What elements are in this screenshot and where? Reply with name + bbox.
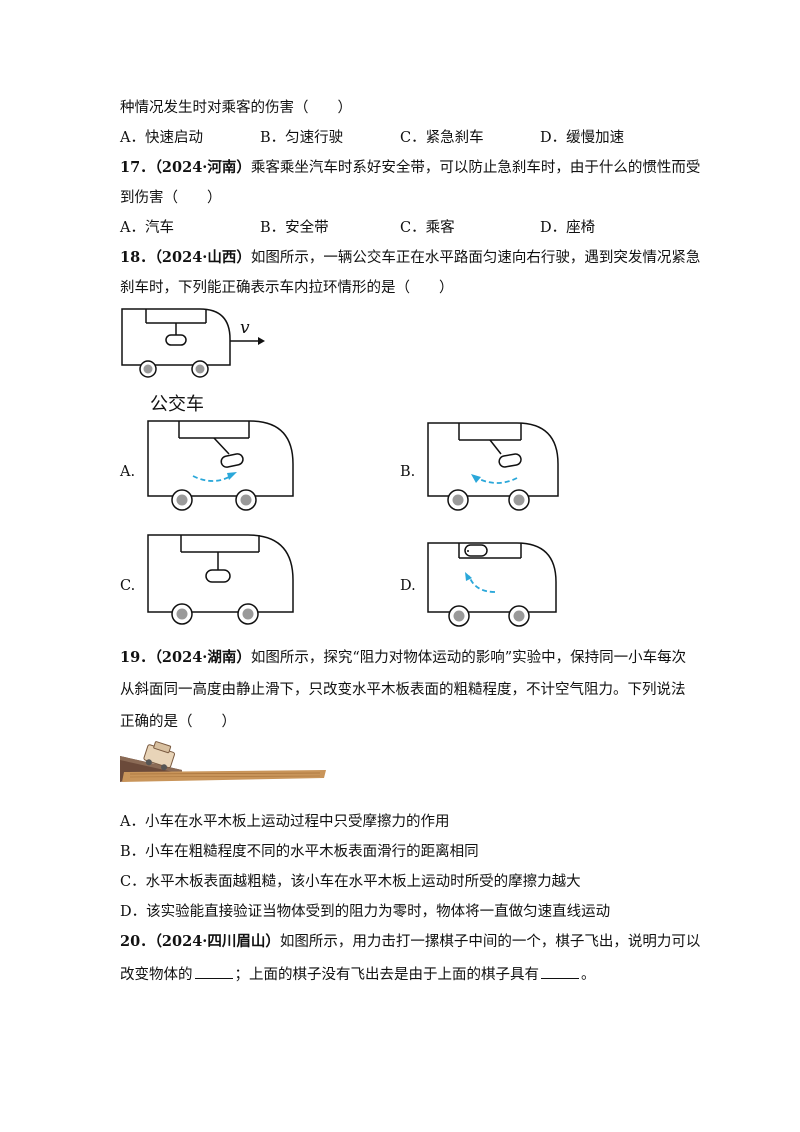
q19-source: （2024·湖南） xyxy=(154,649,251,666)
q20-blank-2[interactable] xyxy=(541,964,579,979)
q18-number: 18． xyxy=(120,249,155,266)
q19-stem-text: 如图所示，探究“阻力对物体运动的影响”实验中，保持同一小车每次 xyxy=(250,650,687,666)
q18-stem-text: 如图所示，一辆公交车正在水平路面匀速向右行驶，遇到突发情况紧急 xyxy=(250,250,701,266)
q19-ramp-board-figure xyxy=(120,741,326,782)
q20-part-a: 改变物体的 xyxy=(120,967,193,983)
q17-stem-line2: 到伤害（ ） xyxy=(120,190,222,206)
q17-source: （2024·河南） xyxy=(154,159,251,176)
q18-choice-d-figure[interactable] xyxy=(425,540,575,635)
q20-part-b: ；上面的棋子没有飞出去是由于上面的棋子具有 xyxy=(234,967,540,983)
q20-number: 20． xyxy=(120,933,155,950)
q17-number: 17． xyxy=(120,159,155,176)
q18-velocity-label: v xyxy=(240,318,250,338)
q17-option-d[interactable]: D．座椅 xyxy=(540,220,596,236)
q18-choice-d-label[interactable]: D. xyxy=(400,578,416,594)
q19-stem-line2: 从斜面同一高度由静止滑下，只改变水平木板表面的粗糙程度，不计空气阻力。下列说法 xyxy=(120,682,686,698)
q20-source: （2024·四川眉山） xyxy=(154,933,280,950)
q19-option-a[interactable]: A．小车在水平木板上运动过程中只受摩擦力的作用 xyxy=(120,814,450,830)
q18-bus-figure xyxy=(121,308,265,378)
q18-source: （2024·山西） xyxy=(154,249,251,266)
q20-stem-text: 如图所示，用力击打一摞棋子中间的一个，棋子飞出，说明力可以 xyxy=(279,934,701,950)
q16-option-c[interactable]: C．紧急刹车 xyxy=(400,130,484,146)
q20-stem-line2: 改变物体的 ；上面的棋子没有飞出去是由于上面的棋子具有 。 xyxy=(120,964,596,985)
q17-option-a[interactable]: A．汽车 xyxy=(120,220,174,236)
q19-option-c[interactable]: C．水平木板表面越粗糙，该小车在水平木板上运动时所受的摩擦力越大 xyxy=(120,874,581,890)
q18-choice-b-figure[interactable] xyxy=(425,420,575,520)
q18-stem-line1: 18．（2024·山西）如图所示，一辆公交车正在水平路面匀速向右行驶，遇到突发情… xyxy=(120,248,700,268)
q19-option-b[interactable]: B．小车在粗糙程度不同的水平木板表面滑行的距离相同 xyxy=(120,844,479,860)
q19-stem-line3: 正确的是（ ） xyxy=(120,714,236,730)
q18-choice-c-label[interactable]: C. xyxy=(120,578,136,594)
q19-stem-line1: 19．（2024·湖南）如图所示，探究“阻力对物体运动的影响”实验中，保持同一小… xyxy=(120,648,686,668)
q17-stem-line1: 17．（2024·河南）乘客乘坐汽车时系好安全带，可以防止急刹车时，由于什么的惯… xyxy=(120,158,700,178)
q18-figure-caption: 公交车 xyxy=(150,394,204,415)
q16-stem-tail: 种情况发生时对乘客的伤害（ ） xyxy=(120,100,352,116)
q20-stem-line1: 20．（2024·四川眉山）如图所示，用力击打一摞棋子中间的一个，棋子飞出，说明… xyxy=(120,932,700,952)
q16-option-d[interactable]: D．缓慢加速 xyxy=(540,130,625,146)
q16-option-a[interactable]: A．快速启动 xyxy=(120,130,203,146)
q18-stem-line2: 刹车时，下列能正确表示车内拉环情形的是（ ） xyxy=(120,280,454,296)
q20-part-c: 。 xyxy=(581,967,596,983)
q17-stem-text: 乘客乘坐汽车时系好安全带，可以防止急刹车时，由于什么的惯性而受 xyxy=(250,160,701,176)
q17-option-c[interactable]: C．乘客 xyxy=(400,220,455,236)
q19-number: 19． xyxy=(120,649,155,666)
q18-choice-a-label[interactable]: A. xyxy=(120,464,136,480)
q18-choice-a-figure[interactable] xyxy=(145,418,305,518)
q17-option-b[interactable]: B．安全带 xyxy=(260,220,329,236)
q18-choice-c-figure[interactable] xyxy=(145,532,305,632)
q20-blank-1[interactable] xyxy=(194,964,233,979)
q16-option-b[interactable]: B．匀速行驶 xyxy=(260,130,344,146)
q19-option-d[interactable]: D．该实验能直接验证当物体受到的阻力为零时，物体将一直做匀速直线运动 xyxy=(120,904,611,920)
q18-choice-b-label[interactable]: B. xyxy=(400,464,416,480)
